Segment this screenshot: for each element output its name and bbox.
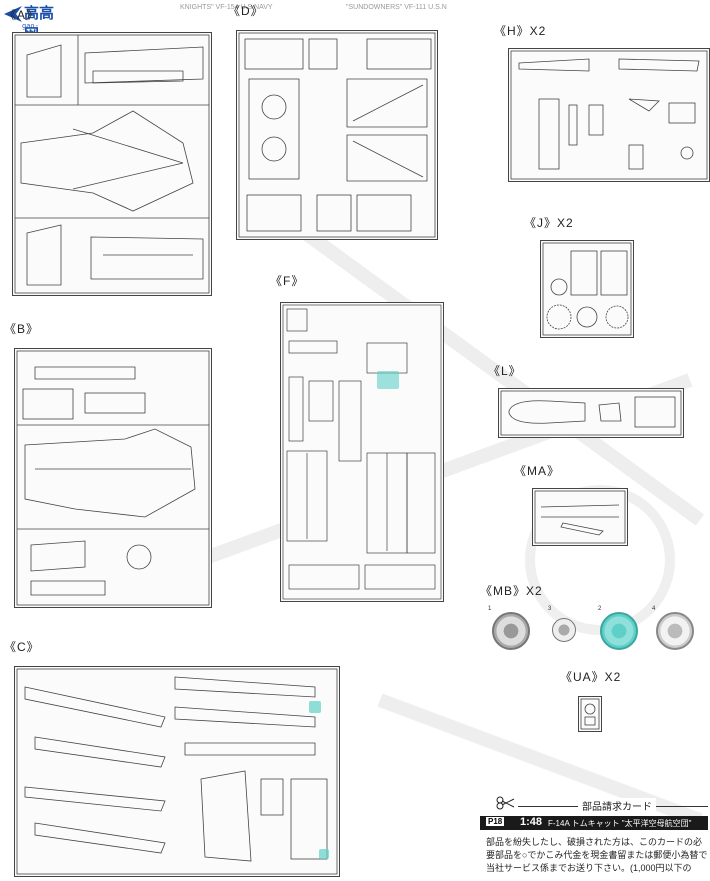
mb-part-number-2: 2 — [598, 606, 602, 612]
section-label-c: 《C》 — [4, 640, 40, 654]
card-title: 部品請求カード — [578, 798, 656, 813]
sprue-h — [508, 48, 710, 182]
highlight-part-c — [309, 701, 321, 713]
sprue-ua-drawing — [580, 698, 600, 730]
sprue-h-drawing — [510, 50, 708, 180]
sprue-c — [14, 666, 340, 877]
section-label-f: 《F》 — [270, 274, 305, 288]
scissors-icon — [496, 796, 515, 810]
mb-part-number-4: 4 — [652, 606, 656, 612]
sprue-l — [498, 388, 684, 438]
header-text-left: KNIGHTS" VF-154 U.S.NAVY — [180, 4, 273, 11]
wheel-part-mb-4 — [656, 612, 694, 650]
sprue-f-drawing — [282, 304, 442, 600]
section-label-l: 《L》 — [488, 364, 522, 378]
sprue-f — [280, 302, 444, 602]
card-header-bar: P18 1:48 F-14A トムキャット "太平洋空母航空団" — [480, 816, 708, 830]
highlight-part-c-2 — [319, 849, 329, 859]
sprue-c-drawing — [16, 668, 338, 875]
sprue-d-drawing — [238, 32, 436, 238]
section-label-d: 《D》 — [228, 4, 264, 18]
sprue-ma-drawing — [534, 490, 626, 544]
sprue-l-drawing — [500, 390, 682, 436]
section-label-b: 《B》 — [4, 322, 40, 336]
sprue-b — [14, 348, 212, 608]
section-label-a: 《A》 — [4, 8, 40, 22]
section-label-ma: 《MA》 — [514, 464, 561, 478]
card-page-number: P18 — [486, 817, 505, 826]
card-scale: 1:48 — [520, 816, 543, 828]
section-label-j: 《J》X2 — [524, 216, 574, 230]
mb-part-number-1: 1 — [488, 606, 492, 612]
sprue-b-drawing — [16, 350, 210, 606]
sprue-ma — [532, 488, 628, 546]
section-label-mb: 《MB》X2 — [480, 584, 543, 598]
section-label-ua: 《UA》X2 — [560, 670, 622, 684]
wheel-part-mb-1 — [492, 612, 530, 650]
sprue-j — [540, 240, 634, 338]
sprue-a-drawing — [14, 34, 210, 294]
wheel-part-mb-3 — [552, 618, 576, 642]
sprue-j-drawing — [542, 242, 632, 336]
airplane-logo-icon — [4, 6, 22, 22]
sprue-ua — [578, 696, 602, 732]
card-product-name: F-14A トムキャット "太平洋空母航空団" — [548, 819, 692, 828]
section-label-h: 《H》X2 — [494, 24, 547, 38]
card-body-text: 部品を紛失したし、破損された方は、このカードの必要部品を○でかこみ代金を現金書留… — [486, 837, 708, 873]
wheel-part-mb-2 — [600, 612, 638, 650]
highlight-part-f — [377, 371, 399, 389]
parts-order-card: 部品請求カード P18 1:48 F-14A トムキャット "太平洋空母航空団"… — [478, 794, 710, 875]
sprue-d — [236, 30, 438, 240]
sprue-a — [12, 32, 212, 296]
header-text-right: "SUNDOWNERS" VF-111 U.S.N — [346, 4, 447, 11]
mb-part-number-3: 3 — [548, 606, 552, 612]
